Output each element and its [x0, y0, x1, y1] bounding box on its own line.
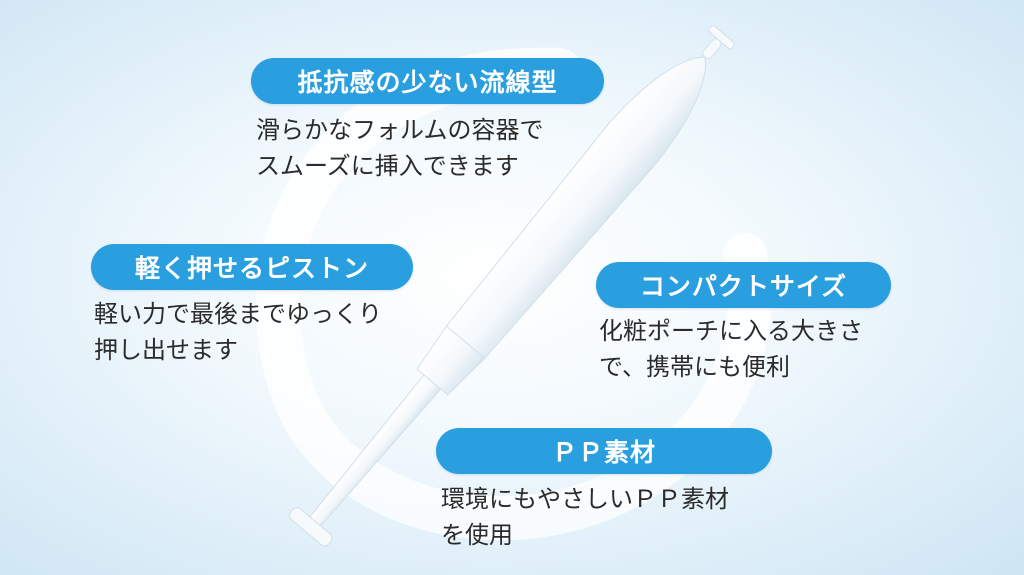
- feature-description-compact: 化粧ポーチに入る大きさ で、携帯にも便利: [599, 313, 863, 385]
- feature-description-line: スムーズに挿入できます: [256, 152, 519, 180]
- feature-description-line: 環境にもやさしいＰＰ素材: [441, 485, 729, 513]
- feature-badge-pp-material: ＰＰ素材: [436, 428, 772, 474]
- feature-description-line: を使用: [441, 521, 513, 549]
- feature-description-piston: 軽い力で最後までゆっくり 押し出せます: [94, 296, 382, 368]
- feature-description-streamline: 滑らかなフォルムの容器で スムーズに挿入できます: [256, 112, 544, 184]
- feature-description-line: で、携帯にも便利: [599, 353, 791, 381]
- feature-badge-streamline: 抵抗感の少ない流線型: [251, 58, 604, 104]
- feature-description-line: 押し出せます: [94, 336, 238, 364]
- feature-badge-compact: コンパクトサイズ: [596, 262, 891, 308]
- feature-description-line: 軽い力で最後までゆっくり: [94, 300, 382, 328]
- feature-description-line: 化粧ポーチに入る大きさ: [599, 317, 863, 345]
- feature-description-pp-material: 環境にもやさしいＰＰ素材 を使用: [441, 481, 729, 553]
- feature-description-line: 滑らかなフォルムの容器で: [256, 116, 544, 144]
- feature-badge-piston: 軽く押せるピストン: [91, 244, 413, 290]
